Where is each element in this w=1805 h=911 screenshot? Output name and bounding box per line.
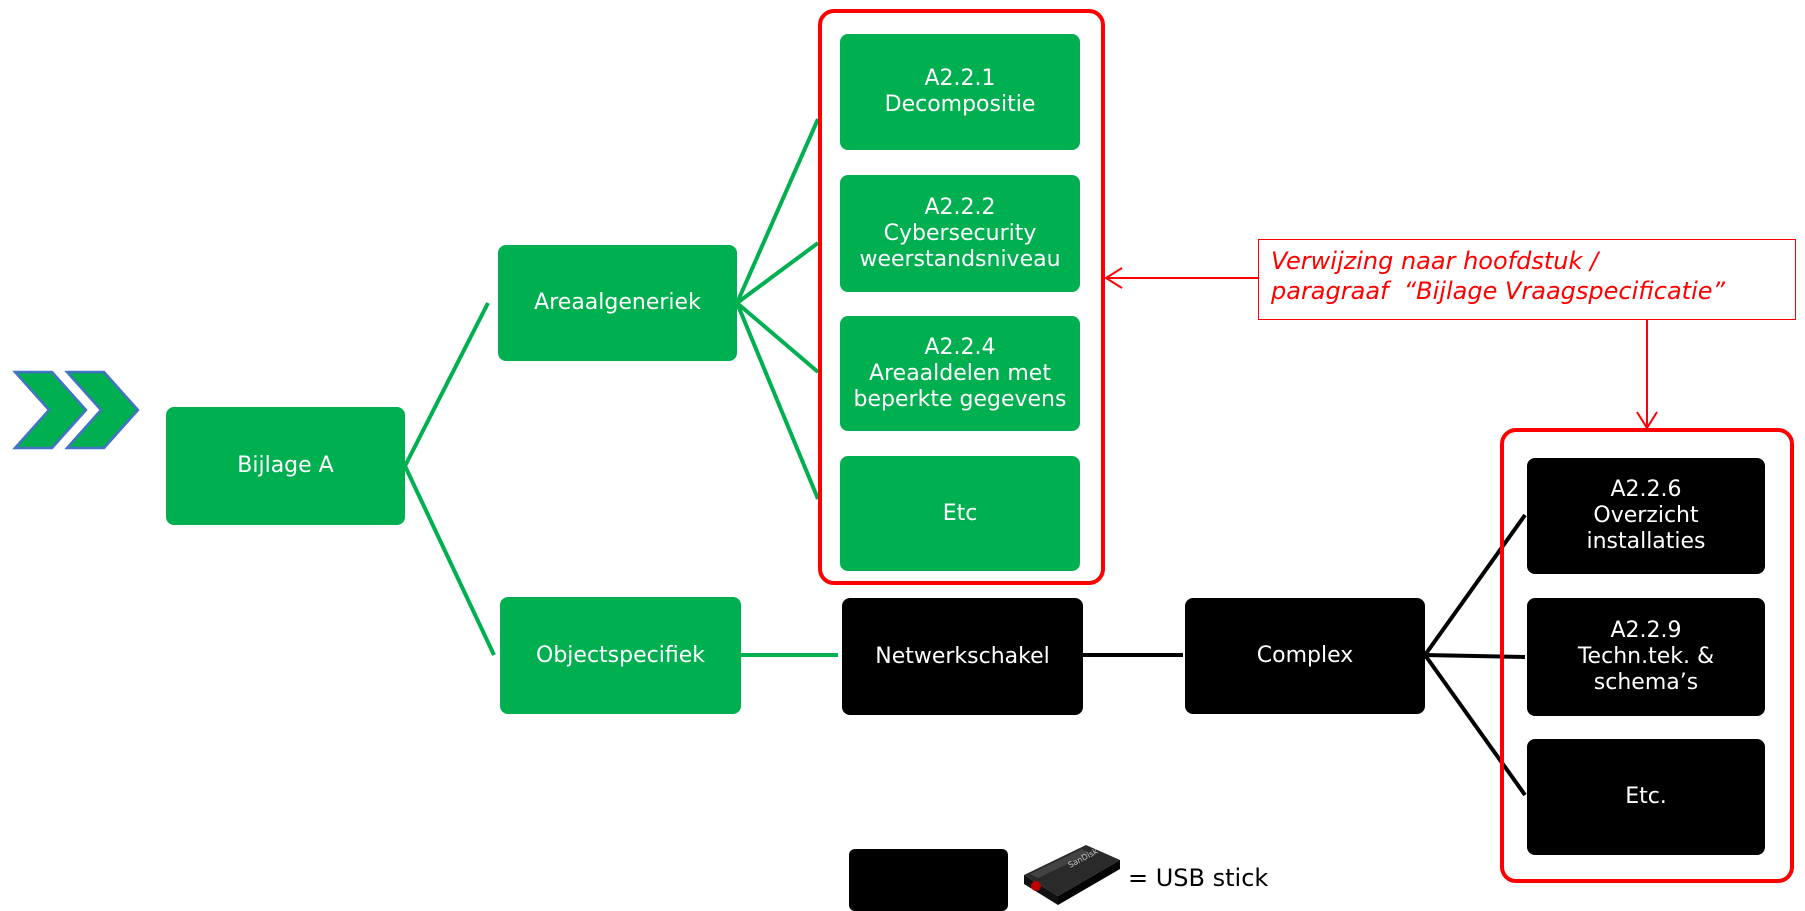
node-label: Decompositie — [884, 92, 1036, 117]
node-label: installaties — [1586, 529, 1706, 554]
node-label: Complex — [1256, 643, 1354, 668]
double-chevron-right-icon — [12, 370, 88, 450]
double-chevron-right-icon — [64, 370, 140, 450]
node-code: A2.2.2 — [924, 194, 996, 220]
node-label: Areaalgeneriek — [534, 290, 701, 315]
node-a2-2-9[interactable]: A2.2.9 Techn.tek. & schema’s — [1527, 598, 1765, 716]
callout-arrows — [1104, 267, 1658, 430]
black-connectors — [1083, 513, 1527, 797]
node-a2-2-2[interactable]: A2.2.2 Cybersecurity weerstandsniveau — [840, 175, 1080, 292]
usb-stick-icon: SanDisk — [1024, 845, 1120, 905]
node-etc-black[interactable]: Etc. — [1527, 739, 1765, 855]
node-a2-2-4[interactable]: A2.2.4 Areaaldelen met beperkte gegevens — [840, 316, 1080, 431]
legend-black-box — [849, 849, 1008, 911]
node-a2-2-1[interactable]: A2.2.1 Decompositie — [840, 34, 1080, 150]
node-label: Netwerkschakel — [875, 643, 1050, 669]
callout-line-1: Verwijzing naar hoofdstuk / — [1271, 247, 1599, 275]
node-label: Areaaldelen met — [869, 360, 1051, 386]
node-label: Cybersecurity — [883, 220, 1037, 246]
node-label: beperkte gegevens — [853, 386, 1067, 412]
node-label: weerstandsniveau — [859, 246, 1061, 272]
node-code: A2.2.9 — [1610, 618, 1682, 643]
node-code: A2.2.6 — [1610, 477, 1682, 502]
node-a2-2-6[interactable]: A2.2.6 Overzicht installaties — [1527, 458, 1765, 574]
node-bijlage-a[interactable]: Bijlage A — [166, 407, 405, 525]
node-label: Etc. — [1625, 784, 1667, 809]
areaalgeneriek-items-frame — [818, 9, 1105, 585]
reference-callout: Verwijzing naar hoofdstuk / paragraaf “B… — [1258, 239, 1796, 320]
legend-usb-label: = USB stick — [1128, 864, 1269, 892]
callout-line-2: paragraaf “Bijlage Vraagspecificatie” — [1271, 277, 1725, 305]
node-label: Bijlage A — [237, 453, 334, 478]
node-label: Overzicht — [1593, 503, 1699, 528]
node-areaalgeneriek[interactable]: Areaalgeneriek — [498, 245, 737, 361]
node-label: schema’s — [1593, 670, 1699, 695]
green-connectors — [403, 118, 838, 657]
node-label: Objectspecifiek — [536, 642, 705, 668]
node-etc-green[interactable]: Etc — [840, 456, 1080, 571]
node-code: A2.2.1 — [924, 66, 996, 91]
node-label: Techn.tek. & — [1577, 644, 1715, 669]
node-objectspecifiek[interactable]: Objectspecifiek — [500, 597, 741, 714]
node-code: A2.2.4 — [924, 334, 996, 360]
node-complex[interactable]: Complex — [1185, 598, 1425, 714]
complex-items-frame — [1500, 428, 1794, 883]
node-label: Etc — [942, 500, 978, 526]
node-netwerkschakel[interactable]: Netwerkschakel — [842, 598, 1083, 715]
